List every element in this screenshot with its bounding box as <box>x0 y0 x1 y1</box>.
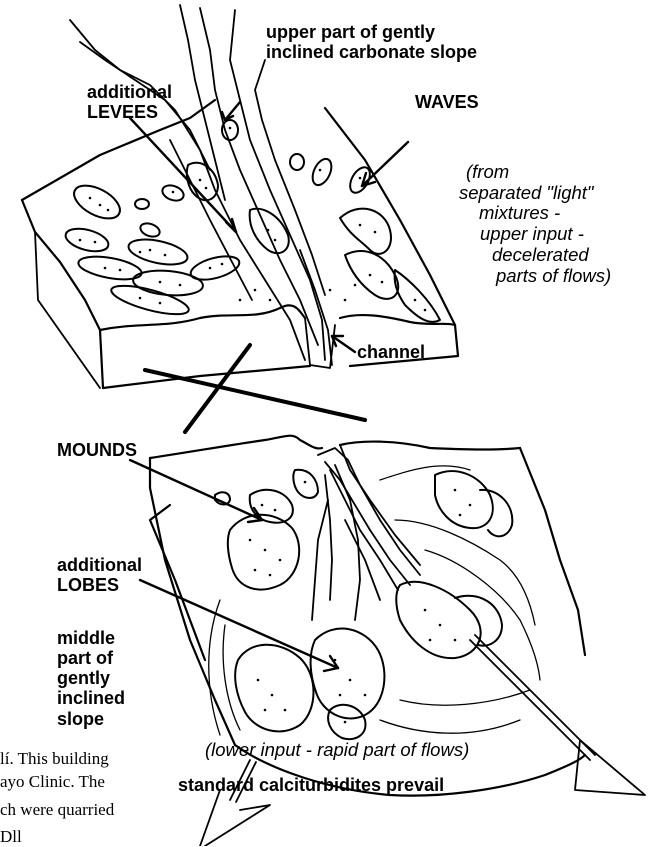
label-channel: channel <box>357 342 425 362</box>
label-lobes-line2: LOBES <box>57 575 142 595</box>
caption-fragment-1: lí. This building <box>0 750 109 769</box>
label-from-line6: parts of flows) <box>496 266 611 287</box>
label-lower-input: (lower input - rapid part of flows) <box>205 740 469 761</box>
label-standard-calciturbidites: standard calciturbidites prevail <box>178 775 444 795</box>
label-middle-line2: part of <box>57 648 125 668</box>
upper-stipple <box>79 127 427 312</box>
label-from-separated: (from separated "light" mixtures - upper… <box>466 162 611 286</box>
label-middle-line5: slope <box>57 709 125 729</box>
channel-lower <box>312 445 420 620</box>
label-mounds: MOUNDS <box>57 440 137 460</box>
label-from-line1: (from <box>466 162 611 183</box>
label-upper-part-line1: upper part of gently <box>266 22 477 42</box>
lower-lobes <box>215 470 512 739</box>
upper-lobes <box>63 120 440 322</box>
label-lobes-line1: additional <box>57 555 142 575</box>
label-upper-part: upper part of gently inclined carbonate … <box>266 22 477 62</box>
connector-line <box>145 370 365 420</box>
label-from-line4: upper input - <box>480 224 611 245</box>
label-levees-line2: LEVEES <box>87 102 172 122</box>
label-middle-line3: gently <box>57 668 125 688</box>
label-from-line5: decelerated <box>492 245 611 266</box>
caption-fragment-2: ayo Clinic. The <box>0 773 105 792</box>
connector-line <box>185 345 250 432</box>
caption-fragment-4: Dll <box>0 828 22 847</box>
label-upper-part-line2: inclined carbonate slope <box>266 42 477 62</box>
label-from-line3: mixtures - <box>479 203 611 224</box>
lower-stipple <box>249 481 472 724</box>
label-middle-part: middle part of gently inclined slope <box>57 628 125 729</box>
label-middle-line4: inclined <box>57 688 125 708</box>
label-middle-line1: middle <box>57 628 125 648</box>
label-additional-lobes: additional LOBES <box>57 555 142 595</box>
label-additional-levees: additional LEVEES <box>87 82 172 122</box>
caption-fragment-3: ch were quarried <box>0 801 114 820</box>
label-levees-line1: additional <box>87 82 172 102</box>
label-from-line2: separated "light" <box>459 183 611 204</box>
label-waves: WAVES <box>415 92 479 112</box>
